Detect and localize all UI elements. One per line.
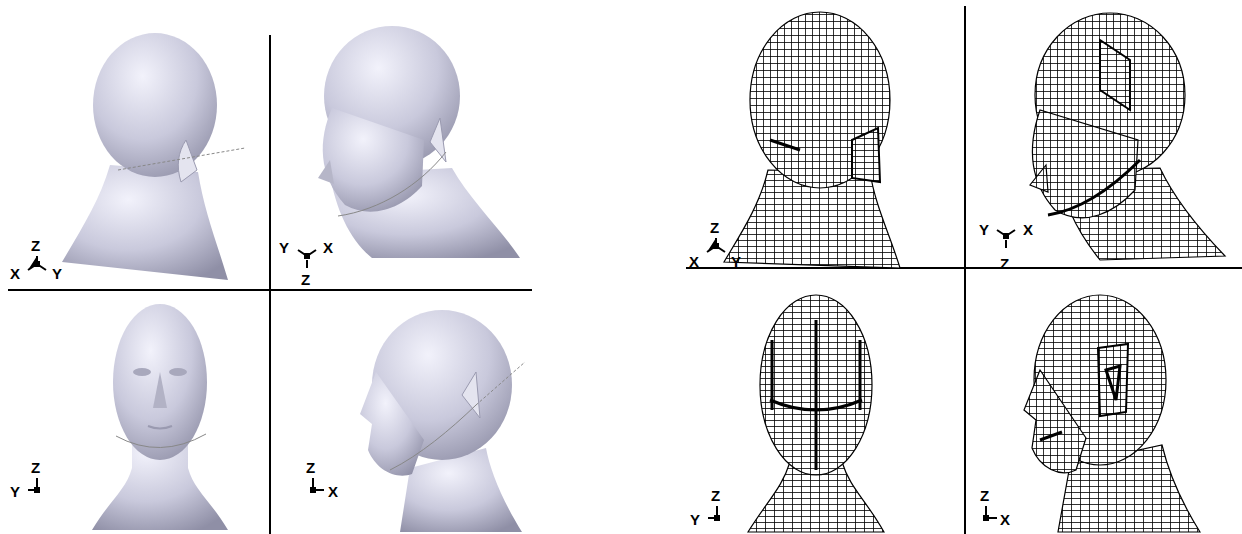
- axis-label: Y: [10, 484, 20, 499]
- axis-label: Z: [301, 272, 310, 287]
- axis-label: X: [689, 254, 699, 269]
- shaded-head-back: [62, 33, 245, 280]
- wireframe-head-back: [724, 12, 900, 268]
- panel-divider: [8, 6, 1242, 534]
- axis-label: Z: [31, 238, 40, 253]
- axis-label: Z: [710, 220, 719, 235]
- axis-label: Y: [279, 240, 289, 255]
- axis-label: X: [1000, 512, 1010, 527]
- wireframe-head-three-quarter: [1030, 13, 1225, 260]
- axis-triad: [28, 230, 1015, 520]
- axis-label: Y: [52, 266, 62, 281]
- axis-label: X: [1023, 222, 1033, 237]
- axis-label: Z: [306, 460, 315, 475]
- axis-label: Y: [731, 254, 741, 269]
- axis-label: X: [323, 240, 333, 255]
- axis-label: Z: [711, 488, 720, 503]
- axis-label: Z: [980, 488, 989, 503]
- shaded-head-front: [92, 304, 228, 530]
- axis-label: Y: [690, 512, 700, 527]
- wireframe-head-front: [748, 295, 884, 532]
- axis-label: Z: [31, 460, 40, 475]
- axis-label: Y: [979, 222, 989, 237]
- axis-label: X: [10, 266, 20, 281]
- shaded-head-three-quarter: [318, 26, 520, 258]
- shaded-head-side: [360, 310, 525, 532]
- axis-label: Z: [1000, 256, 1009, 271]
- wireframe-head-side: [1024, 295, 1200, 532]
- axis-label: X: [328, 484, 338, 499]
